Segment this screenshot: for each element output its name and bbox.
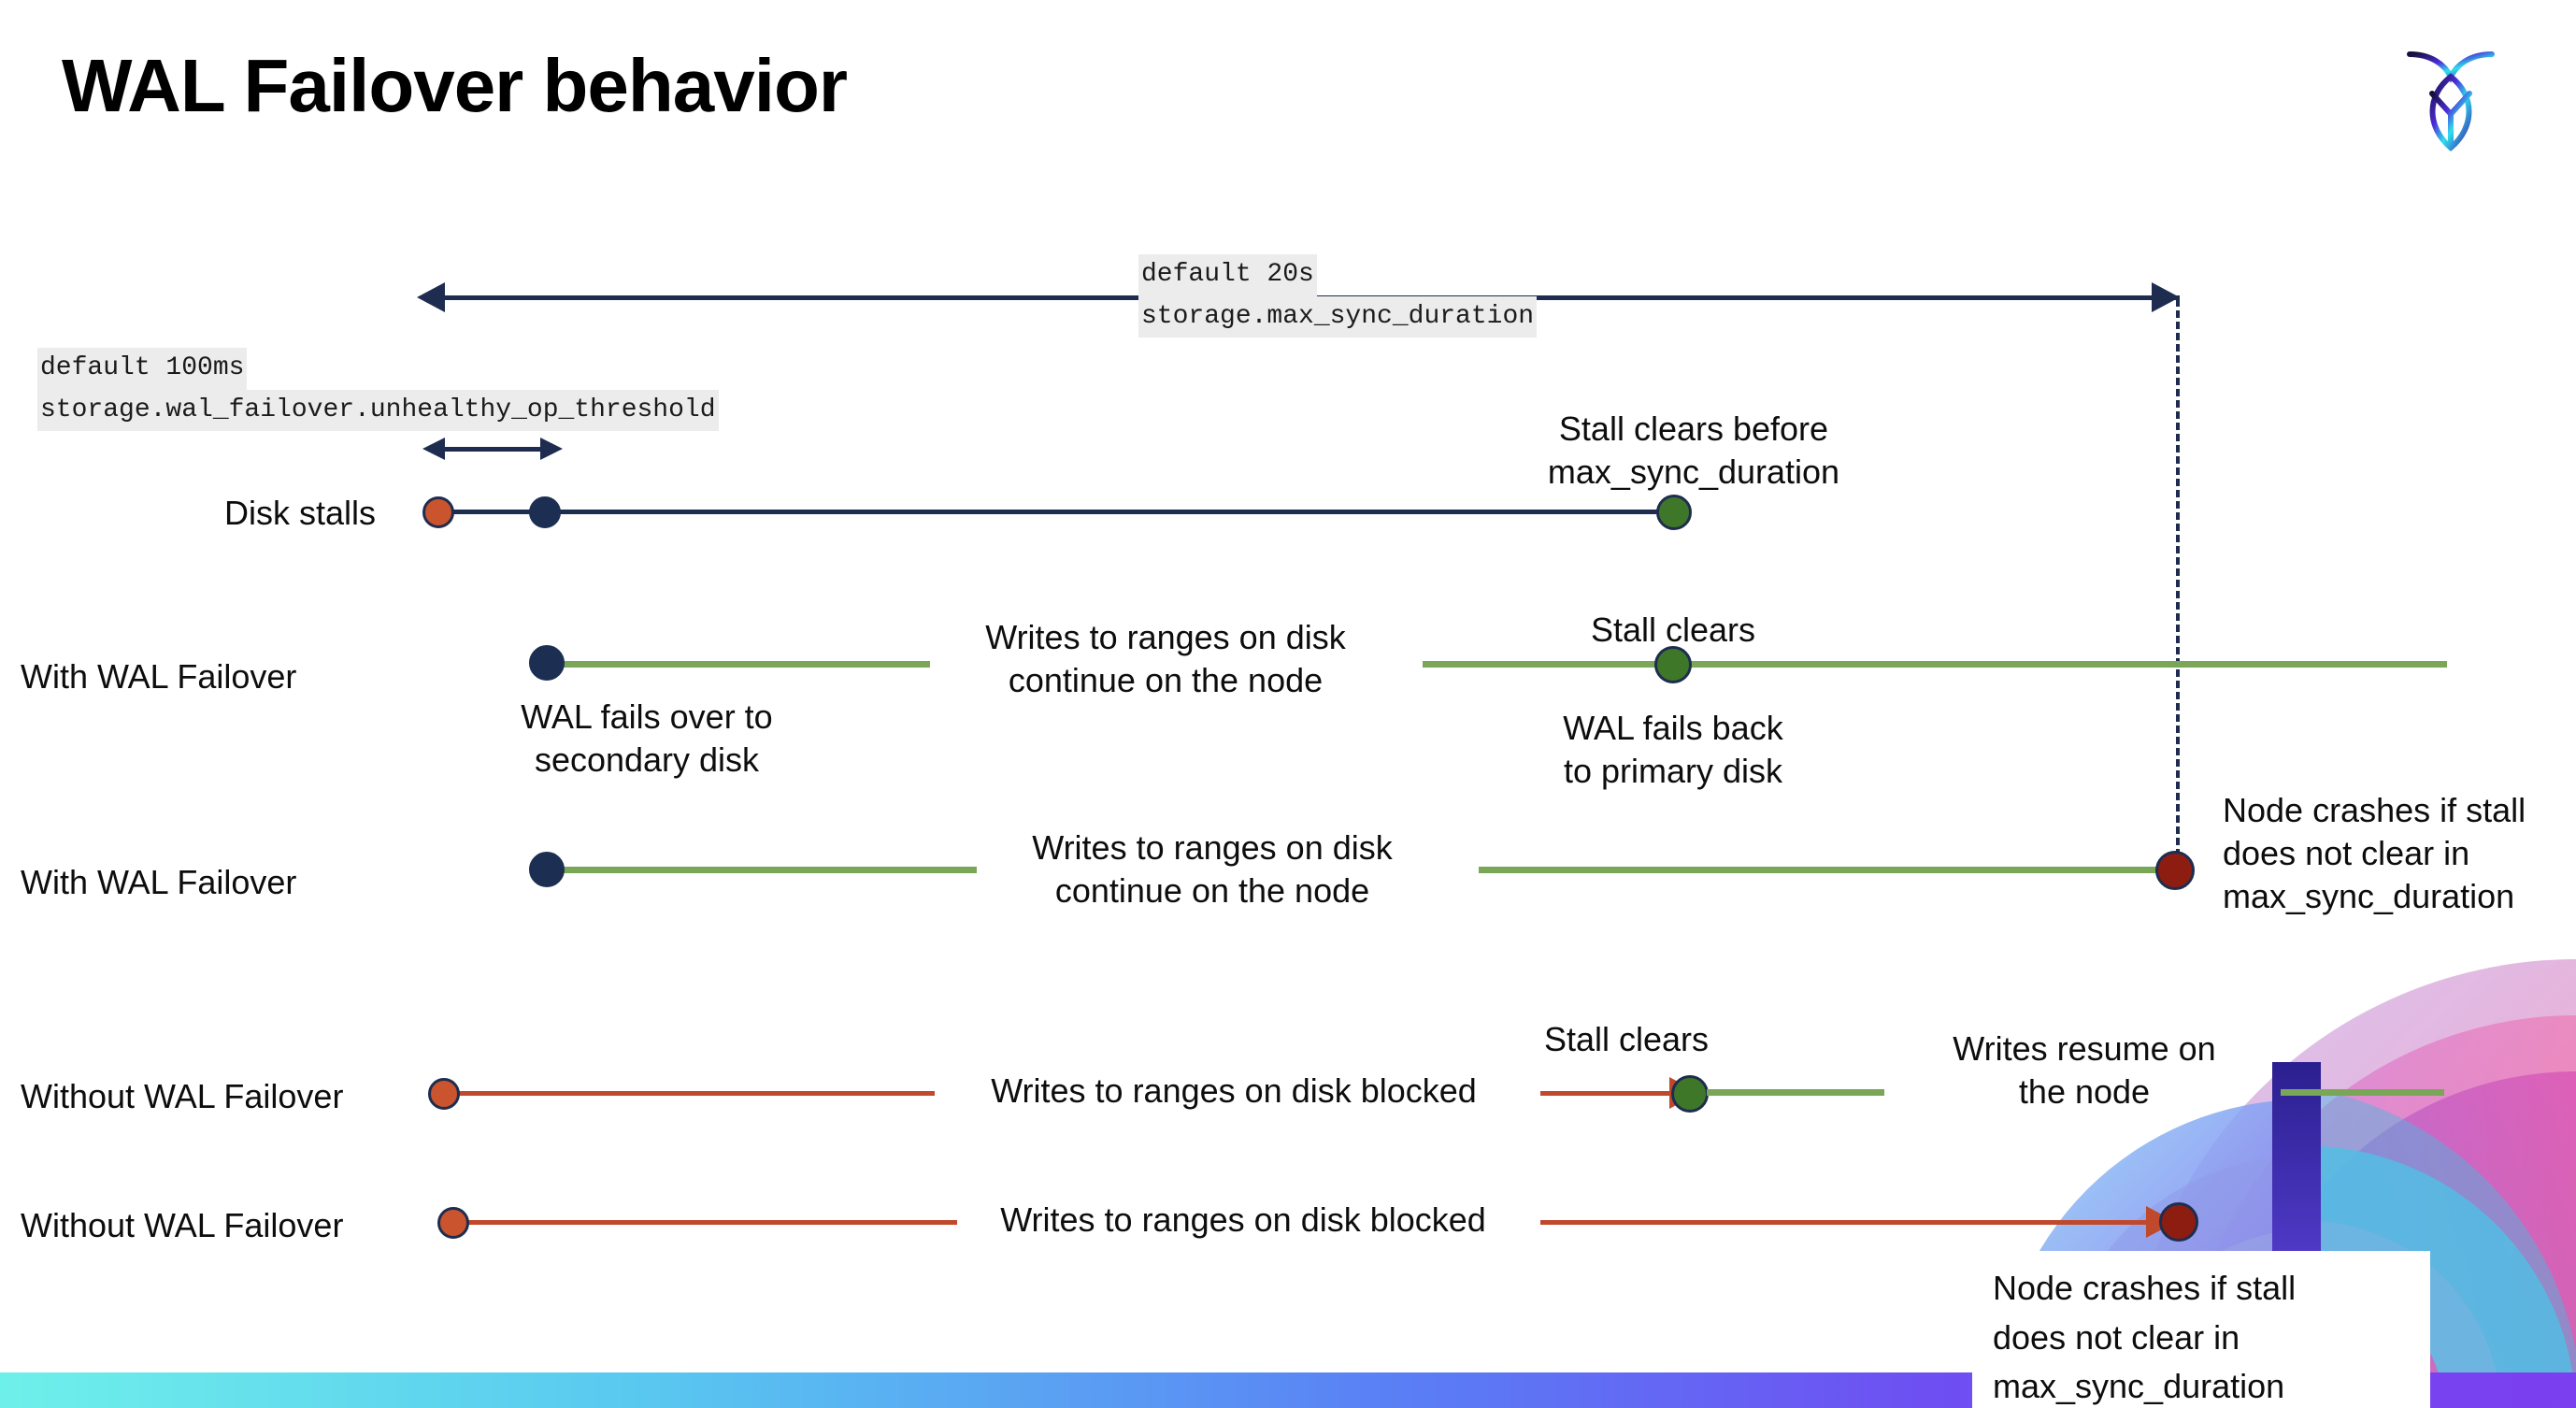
unhealthy-op-default: default 100ms — [37, 348, 248, 390]
note-writes-resume-line1: Writes resume on — [1953, 1029, 2216, 1068]
unhealthy-op-setting: storage.wal_failover.unhealthy_op_thresh… — [37, 389, 719, 432]
max-sync-setting: storage.max_sync_duration — [1138, 295, 1538, 338]
note-stall-clears-r2: Stall clears — [1590, 611, 1756, 649]
dot-stall-clears — [1656, 495, 1692, 530]
dot-writes-blocked-r5 — [437, 1207, 469, 1239]
dot-node-crashes-r5 — [2159, 1202, 2198, 1242]
threshold-arrow-left-head — [422, 438, 445, 460]
note-node-crashes-r3-line3: max_sync_duration — [2223, 877, 2515, 915]
dot-node-crashes-r3 — [2155, 851, 2195, 890]
callout-line1: Node crashes if stall — [1993, 1269, 2297, 1307]
note-writes-continue-r2-line2: continue on the node — [1008, 661, 1324, 699]
row-label-without-wal-failover-1: Without WAL Failover — [21, 1077, 344, 1115]
page-title: WAL Failover behavior — [62, 44, 848, 127]
note-wal-fails-over-line2: secondary disk — [534, 740, 760, 779]
note-node-crashes-r3-line1: Node crashes if stall — [2223, 791, 2526, 829]
note-writes-blocked-r5: Writes to ranges on disk blocked — [1000, 1200, 1486, 1239]
note-stall-clears-before-line2: max_sync_duration — [1547, 453, 1840, 491]
max-sync-default: default 20s — [1138, 254, 1317, 296]
callout-line2: does not clear in — [1993, 1317, 2240, 1357]
note-node-crashes-r3-line2: does not clear in — [2223, 834, 2470, 872]
row-label-with-wal-failover-1: With WAL Failover — [21, 657, 297, 696]
unhealthy-op-annotation: default 100ms storage.wal_failover.unhea… — [37, 348, 719, 432]
dot-wal-fails-over — [529, 645, 565, 681]
note-stall-clears-before-line1: Stall clears before — [1558, 409, 1829, 448]
callout-line3: max_sync_duration — [1993, 1367, 2285, 1406]
row-label-disk-stalls: Disk stalls — [224, 494, 377, 532]
row-label-with-wal-failover-2: With WAL Failover — [21, 863, 297, 901]
node-crashes-callout: Node crashes if stall does not clear in … — [1972, 1251, 2430, 1408]
dot-stall-start — [422, 496, 454, 528]
dot-threshold-reached — [529, 496, 561, 528]
dot-wal-fails-back — [1654, 646, 1692, 683]
dot-wal-fails-over-2 — [529, 852, 565, 887]
dot-writes-blocked-r4 — [428, 1078, 460, 1110]
row-label-without-wal-failover-2: Without WAL Failover — [21, 1206, 344, 1244]
note-writes-blocked-r4: Writes to ranges on disk blocked — [991, 1071, 1477, 1110]
note-wal-fails-over-line1: WAL fails over to — [521, 697, 773, 736]
note-writes-continue-r2-line1: Writes to ranges on disk — [985, 618, 1346, 656]
arrow-right-head — [2152, 282, 2180, 312]
note-wal-fails-back-line2: to primary disk — [1563, 752, 1783, 790]
note-writes-continue-r3-line1: Writes to ranges on disk — [1032, 828, 1393, 867]
note-stall-clears-r4: Stall clears — [1543, 1020, 1710, 1058]
threshold-arrow-right-head — [540, 438, 563, 460]
max-sync-guide-line — [2176, 299, 2180, 879]
note-writes-resume-line2: the node — [2018, 1072, 2151, 1111]
cockroachdb-logo-icon — [2395, 34, 2507, 155]
note-writes-continue-r3-line2: continue on the node — [1054, 871, 1370, 910]
arrow-left-head — [417, 282, 445, 312]
max-sync-annotation: default 20s storage.max_sync_duration — [1138, 254, 1538, 338]
dot-stall-clears-r4 — [1671, 1075, 1709, 1113]
note-wal-fails-back-line1: WAL fails back — [1563, 709, 1783, 747]
